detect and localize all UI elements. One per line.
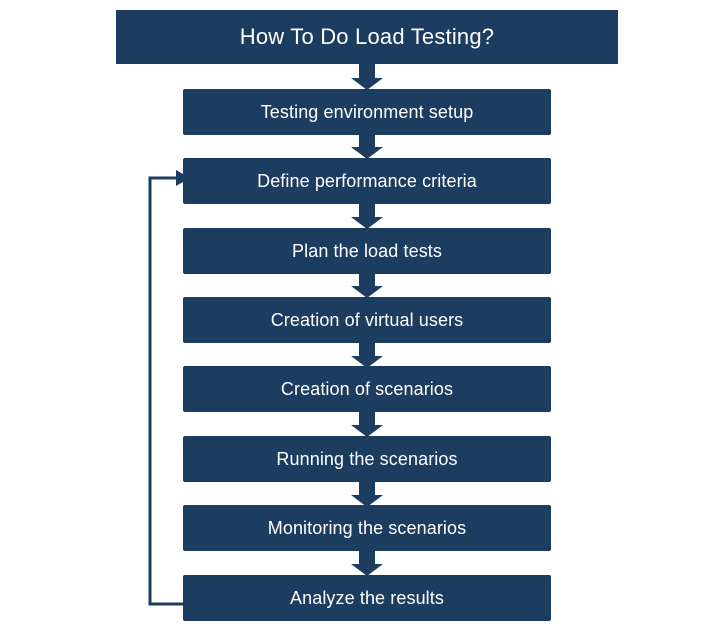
step-box-7: Monitoring the scenarios — [183, 505, 551, 551]
diagram-title: How To Do Load Testing? — [116, 10, 618, 64]
step-box-2: Define performance criteria — [183, 158, 551, 204]
step-box-4: Creation of virtual users — [183, 297, 551, 343]
step-box-5: Creation of scenarios — [183, 366, 551, 412]
step-box-3: Plan the load tests — [183, 228, 551, 274]
step-box-1: Testing environment setup — [183, 89, 551, 135]
step-box-8: Analyze the results — [183, 575, 551, 621]
step-box-6: Running the scenarios — [183, 436, 551, 482]
